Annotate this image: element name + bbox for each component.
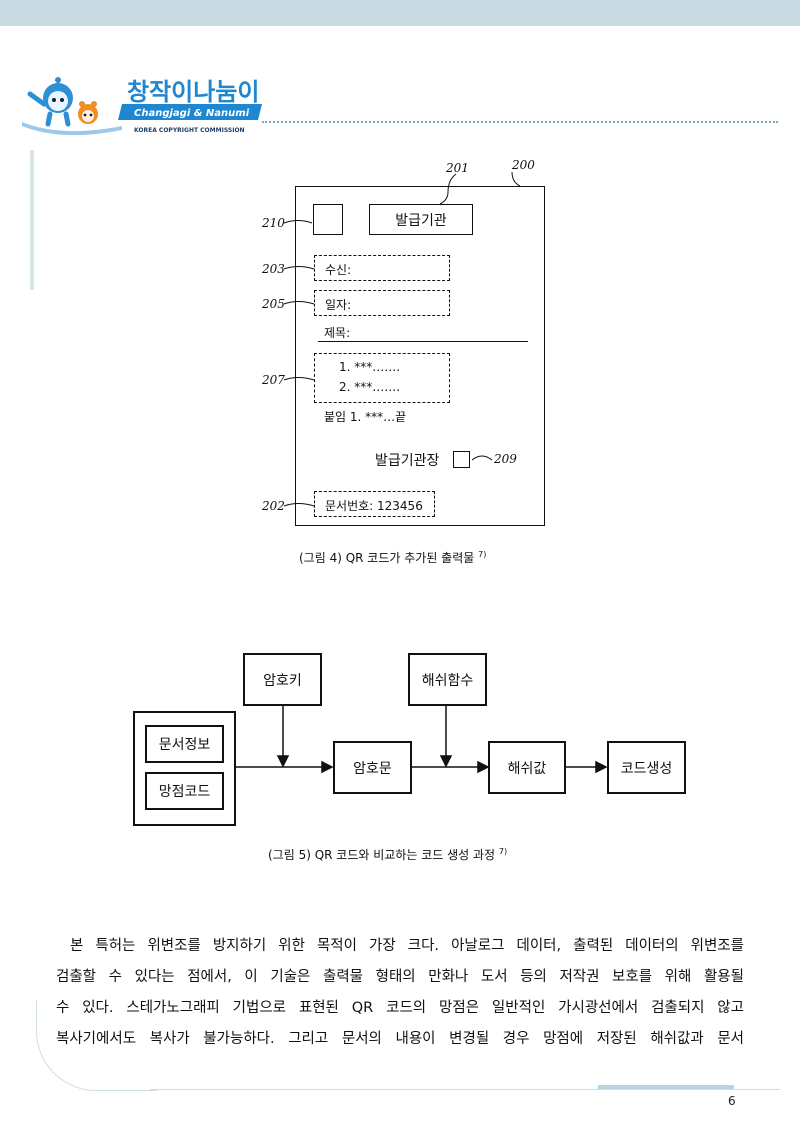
body-line-2: 검출할 수 있다는 점에서, 이 기술은 출력물 형태의 만화나 도서 등의 저… bbox=[56, 969, 744, 985]
content-item-1: 1. ***……. bbox=[339, 360, 401, 374]
input-group-box: 문서정보 망점코드 bbox=[133, 711, 236, 826]
left-margin-bar bbox=[30, 150, 34, 290]
encryption-key-box: 암호키 bbox=[243, 653, 322, 706]
ref-202: 202 bbox=[262, 499, 285, 513]
doc-number-label: 문서번호: 123456 bbox=[325, 499, 423, 513]
qr-code-placeholder bbox=[313, 204, 343, 235]
page-number: 6 bbox=[728, 1094, 736, 1108]
ref-200: 200 bbox=[512, 158, 535, 172]
subject-label: 제목: bbox=[324, 326, 351, 340]
date-label: 일자: bbox=[325, 298, 352, 312]
ref-207: 207 bbox=[262, 373, 285, 387]
figure-5-arrows bbox=[236, 706, 608, 774]
doc-info-box: 문서정보 bbox=[145, 725, 224, 763]
ref-209: 209 bbox=[494, 452, 517, 466]
footer-curve bbox=[36, 1000, 157, 1091]
code-generation-box: 코드생성 bbox=[607, 741, 686, 794]
ref-203: 203 bbox=[262, 262, 285, 276]
logo-org: KOREA COPYRIGHT COMMISSION bbox=[134, 127, 245, 134]
body-line-3: 수 있다. 스테가노그래피 기법으로 표현된 QR 코드의 망점은 일반적인 가… bbox=[56, 1000, 744, 1016]
top-banner bbox=[0, 0, 800, 26]
ref-210: 210 bbox=[262, 216, 285, 230]
figure-5-caption-text: (그림 5) QR 코드와 비교하는 코드 생성 과정 bbox=[268, 848, 496, 862]
ref-201: 201 bbox=[446, 161, 469, 175]
content-field: 1. ***……. 2. ***……. bbox=[314, 353, 450, 403]
issuer-head-label: 발급기관장 bbox=[375, 453, 440, 469]
doc-number-field: 문서번호: 123456 bbox=[314, 491, 435, 517]
recipient-field: 수신: bbox=[314, 255, 450, 281]
figure-5-caption-note: 7) bbox=[498, 847, 508, 856]
logo-mascot-icon: 창작이나눔이 Changjagi & Nanumi KOREA COPYRIGH… bbox=[22, 77, 262, 136]
header-dotted-rule bbox=[262, 121, 778, 123]
subject-rule bbox=[318, 341, 528, 342]
hash-function-box: 해쉬함수 bbox=[408, 653, 487, 706]
logo-text-en: Changjagi & Nanumi bbox=[134, 108, 250, 119]
issuer-box: 발급기관 bbox=[369, 204, 473, 235]
ref-205: 205 bbox=[262, 297, 285, 311]
recipient-label: 수신: bbox=[325, 263, 352, 277]
attachment-line: 붙임 1. ***…끝 bbox=[324, 410, 407, 424]
body-line-4: 복사기에서도 복사가 불가능하다. 그리고 문서의 내용이 변경될 경우 망점에… bbox=[56, 1031, 744, 1047]
figure-5-caption: (그림 5) QR 코드와 비교하는 코드 생성 과정 7) bbox=[268, 846, 507, 863]
logo-text-ko: 창작이나눔이 bbox=[127, 78, 259, 106]
date-field: 일자: bbox=[314, 290, 450, 316]
body-paragraph: 본 특허는 위변조를 방지하기 위한 목적이 가장 크다. 아날로그 데이터, … bbox=[56, 931, 744, 1055]
figure-4-caption-text: (그림 4) QR 코드가 추가된 출력물 bbox=[299, 551, 475, 565]
body-line-1: 본 특허는 위변조를 방지하기 위한 목적이 가장 크다. 아날로그 데이터, … bbox=[70, 938, 744, 954]
content-item-2: 2. ***……. bbox=[339, 380, 401, 394]
figure-4-leaders bbox=[283, 171, 521, 507]
seal-placeholder bbox=[453, 451, 470, 468]
footer-rule bbox=[150, 1089, 780, 1090]
document-outline bbox=[295, 186, 545, 526]
figure-4-caption: (그림 4) QR 코드가 추가된 출력물 7) bbox=[299, 549, 486, 566]
footer-accent-bar bbox=[598, 1085, 734, 1089]
hash-value-box: 해쉬값 bbox=[488, 741, 566, 794]
figure-4-caption-note: 7) bbox=[478, 550, 487, 559]
ciphertext-box: 암호문 bbox=[333, 741, 412, 794]
dot-code-box: 망점코드 bbox=[145, 772, 224, 810]
logo: 창작이나눔이 Changjagi & Nanumi KOREA COPYRIGH… bbox=[22, 68, 272, 138]
